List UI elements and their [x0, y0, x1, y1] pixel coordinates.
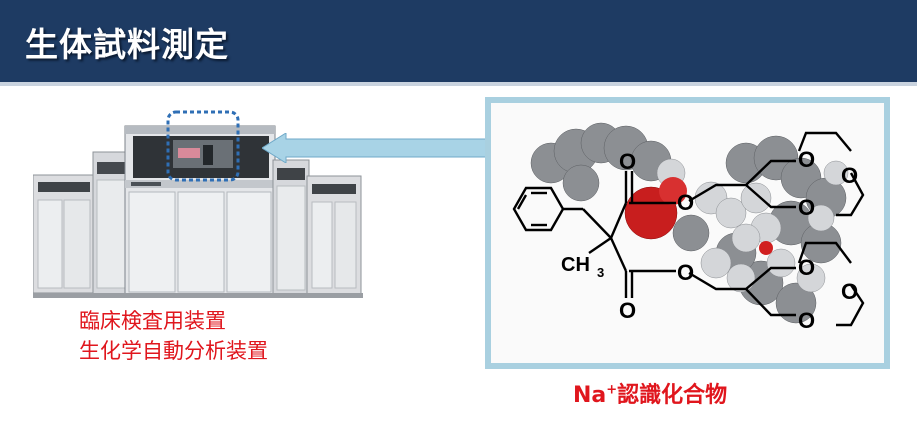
molecule-structure-image: O O O O O O O O O O CH 3	[512, 122, 865, 333]
analyzer-caption: 臨床検査用装置 生化学自動分析装置	[79, 306, 268, 366]
oxygen-label: O	[798, 195, 815, 220]
caption-line-2: 生化学自動分析装置	[79, 339, 268, 363]
methyl-subscript: 3	[597, 265, 604, 280]
na-label-suffix: 認識化合物	[617, 383, 728, 408]
oxygen-label: O	[677, 190, 694, 215]
oxygen-label: O	[798, 255, 815, 280]
na-recognition-label: Na+認識化合物	[573, 377, 727, 409]
left-arrow-icon	[262, 133, 492, 163]
na-label-charge: +	[606, 382, 618, 398]
oxygen-label: O	[619, 149, 636, 174]
na-label-prefix: Na	[573, 383, 607, 408]
methyl-label: CH	[561, 254, 590, 276]
oxygen-label: O	[798, 147, 815, 172]
caption-line-1: 臨床検査用装置	[79, 309, 226, 333]
analyzer-machine-image	[33, 110, 363, 298]
oxygen-label: O	[841, 279, 858, 304]
header-bar: 生体試料測定	[0, 0, 917, 86]
oxygen-label: O	[677, 260, 694, 285]
oxygen-label: O	[619, 298, 636, 323]
page-title: 生体試料測定	[25, 25, 229, 64]
oxygen-label: O	[798, 308, 815, 333]
oxygen-label: O	[841, 163, 858, 188]
molecule-panel: O O O O O O O O O O CH 3	[485, 97, 890, 369]
